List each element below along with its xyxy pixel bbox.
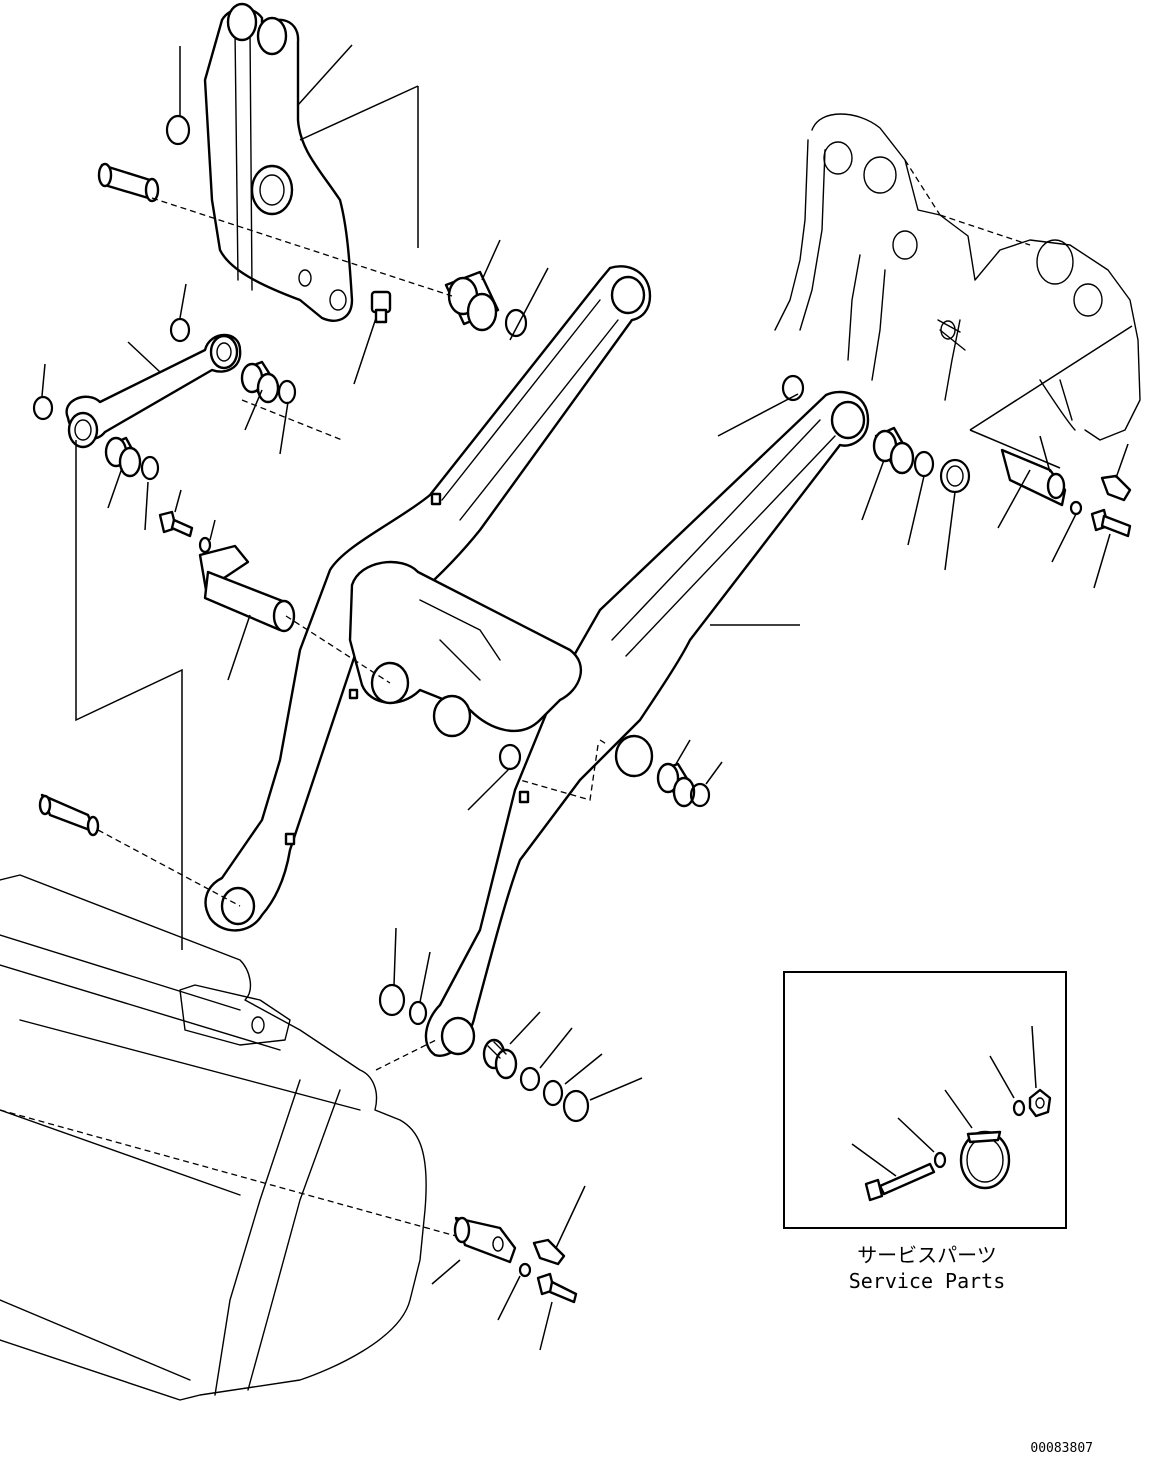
service-washer bbox=[1012, 1099, 1026, 1117]
lift-arm bbox=[204, 265, 870, 1057]
service-parts-box bbox=[783, 971, 1067, 1229]
bucket-pin bbox=[453, 1216, 517, 1264]
bucket bbox=[0, 793, 427, 1401]
grease-fitting bbox=[532, 1238, 566, 1266]
o-ring bbox=[140, 455, 160, 481]
bushing bbox=[104, 436, 142, 478]
bellcrank-pin bbox=[97, 162, 160, 203]
bushing bbox=[872, 426, 915, 475]
service-band bbox=[959, 1130, 1011, 1190]
shim bbox=[939, 458, 971, 494]
o-ring bbox=[498, 743, 522, 771]
bushing bbox=[240, 360, 280, 404]
o-ring bbox=[277, 379, 297, 405]
o-ring bbox=[689, 782, 711, 808]
front-frame bbox=[774, 113, 1141, 441]
service-nut bbox=[1028, 1088, 1052, 1118]
service-washer bbox=[933, 1151, 947, 1169]
bucket-link bbox=[65, 333, 242, 449]
o-ring bbox=[408, 1000, 428, 1026]
bolt bbox=[1090, 508, 1132, 538]
service-bolt bbox=[864, 1162, 936, 1202]
dust-seal bbox=[562, 1089, 590, 1123]
lift-arm-pin bbox=[198, 544, 296, 633]
dust-seal bbox=[378, 983, 406, 1017]
service-parts-label-en: Service Parts bbox=[849, 1269, 1006, 1293]
service-parts-label-jp: サービスパーツ bbox=[857, 1243, 997, 1267]
callout-lines bbox=[0, 44, 1133, 1351]
frame-pin bbox=[1000, 448, 1067, 507]
o-ring bbox=[913, 450, 935, 478]
o-ring bbox=[542, 1079, 564, 1107]
illustration-number: 00083807 bbox=[1030, 1441, 1093, 1456]
bolt bbox=[536, 1272, 578, 1304]
o-ring bbox=[32, 395, 54, 421]
o-ring bbox=[519, 1066, 541, 1092]
bellcrank bbox=[203, 2, 354, 322]
washer bbox=[198, 536, 212, 554]
o-ring bbox=[781, 374, 805, 402]
o-ring bbox=[504, 308, 528, 338]
bushing bbox=[444, 270, 500, 332]
o-ring bbox=[169, 317, 191, 343]
bolt bbox=[158, 510, 194, 538]
bushing bbox=[656, 762, 696, 808]
grease-fitting bbox=[1100, 474, 1132, 502]
o-ring bbox=[165, 114, 191, 146]
grease-fitting bbox=[370, 290, 392, 324]
washer bbox=[1069, 500, 1083, 516]
washer bbox=[518, 1262, 532, 1278]
bushing bbox=[482, 1038, 518, 1080]
